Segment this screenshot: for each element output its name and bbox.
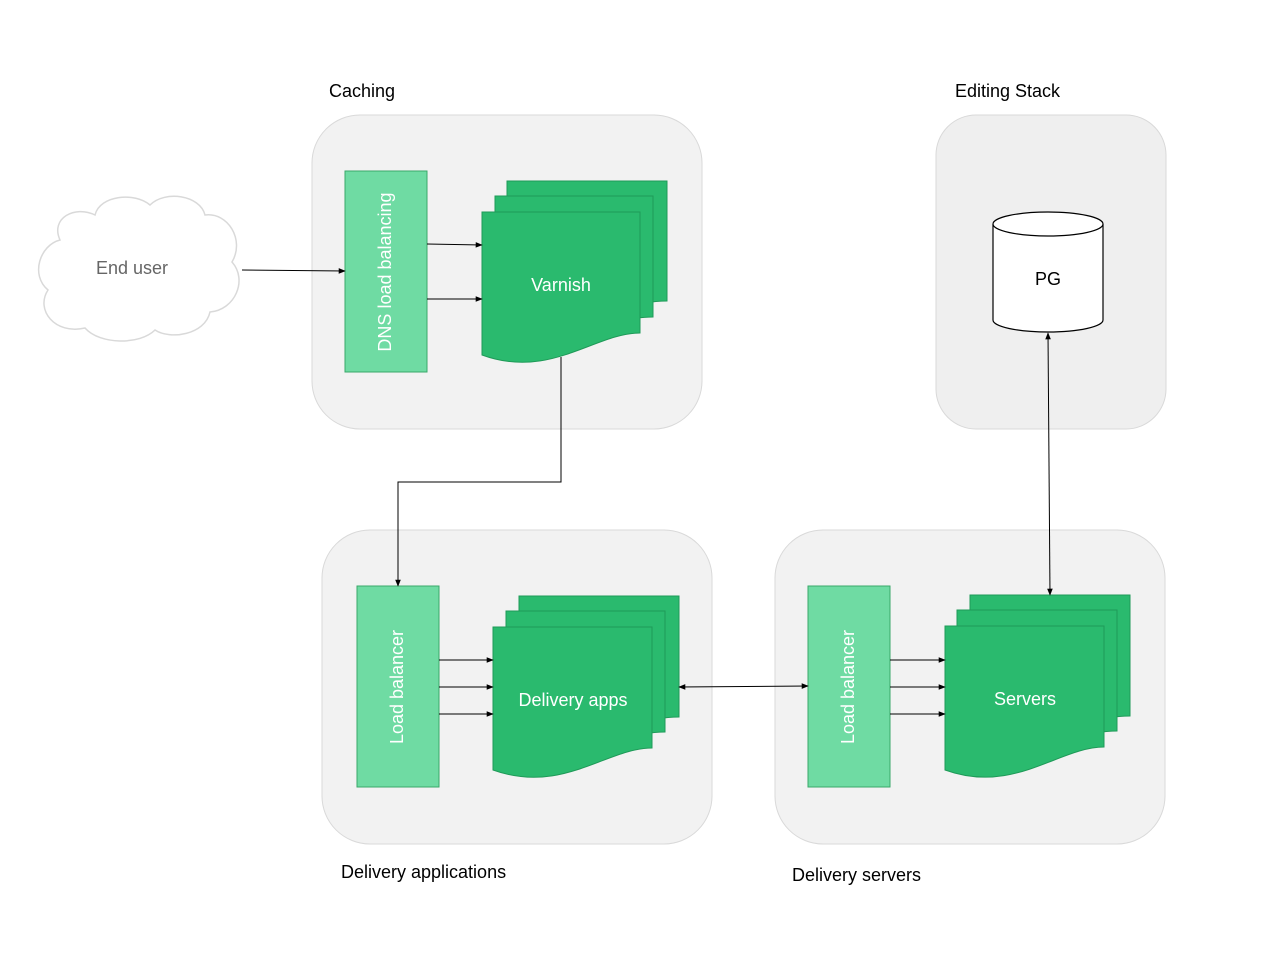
dns-load-balancer-label: DNS load balancing: [375, 192, 395, 351]
servers-load-balancer-label: Load balancer: [838, 630, 858, 744]
apps-load-balancer-label: Load balancer: [387, 630, 407, 744]
pg-to-servers-arrow: [1045, 332, 1053, 596]
dns-load-balancer: [344, 170, 428, 373]
end-user-to-dns-arrow: [241, 268, 346, 274]
dns-to-varnish-arrow-1: [426, 242, 483, 248]
end-user-label: End user: [96, 258, 168, 278]
servers-stack: Servers: [944, 594, 1131, 778]
connectors: [241, 242, 1053, 717]
delivery-apps-label: Delivery apps: [518, 690, 627, 710]
varnish-label: Varnish: [531, 275, 591, 295]
pg-label: PG: [1035, 269, 1061, 289]
editing-title: Editing Stack: [955, 81, 1061, 101]
end-user-cloud: End user: [37, 195, 240, 342]
varnish-stack: Varnish: [481, 180, 668, 363]
delivery-apps-title: Delivery applications: [341, 862, 506, 882]
delivery-apps-stack: Delivery apps: [492, 595, 680, 778]
servers-load-balancer: [807, 585, 891, 788]
varnish-to-apps-lb-arrow: [395, 357, 562, 587]
delivery-servers-title: Delivery servers: [792, 865, 921, 885]
servers-label: Servers: [994, 689, 1056, 709]
caching-title: Caching: [329, 81, 395, 101]
apps-to-servers-lb-arrow: [678, 683, 809, 690]
pg-database: PG: [992, 211, 1104, 333]
apps-load-balancer: [356, 585, 440, 788]
